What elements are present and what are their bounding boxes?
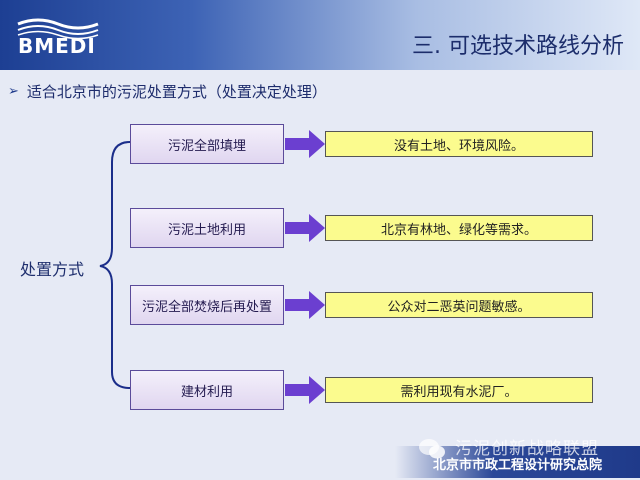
- result-box-building-material: 需利用现有水泥厂。: [325, 377, 593, 403]
- header-banner: BMEDI 三. 可选技术路线分析: [0, 0, 640, 70]
- option-box-building-material: 建材利用: [130, 370, 284, 410]
- arrow-icon: [285, 291, 325, 319]
- logo-text: BMEDI: [18, 34, 96, 58]
- arrow-icon: [285, 214, 325, 242]
- subtitle-row: ➢ 适合北京市的污泥处置方式（处置决定处理）: [8, 80, 327, 102]
- wechat-icon: [419, 439, 445, 459]
- result-box-land-use: 北京有林地、绿化等需求。: [325, 215, 593, 241]
- result-box-incineration: 公众对二恶英问题敏感。: [325, 292, 593, 318]
- option-box-land-use: 污泥土地利用: [130, 208, 284, 248]
- result-box-landfill: 没有土地、环境风险。: [325, 131, 593, 157]
- watermark-text: 污泥创新战略联盟: [455, 439, 599, 459]
- method-label: 处置方式: [20, 260, 85, 279]
- page-title: 三. 可选技术路线分析: [412, 34, 624, 59]
- option-box-landfill: 污泥全部填埋: [130, 124, 284, 164]
- bmedi-logo: [17, 18, 99, 40]
- bullet-arrow-icon: ➢: [8, 83, 19, 99]
- subtitle: 适合北京市的污泥处置方式（处置决定处理）: [26, 82, 327, 101]
- footer-org: 北京市市政工程设计研究总院: [432, 458, 602, 473]
- arrow-icon: [285, 376, 325, 404]
- arrow-icon: [285, 130, 325, 158]
- option-box-incineration: 污泥全部焚烧后再处置: [130, 285, 284, 325]
